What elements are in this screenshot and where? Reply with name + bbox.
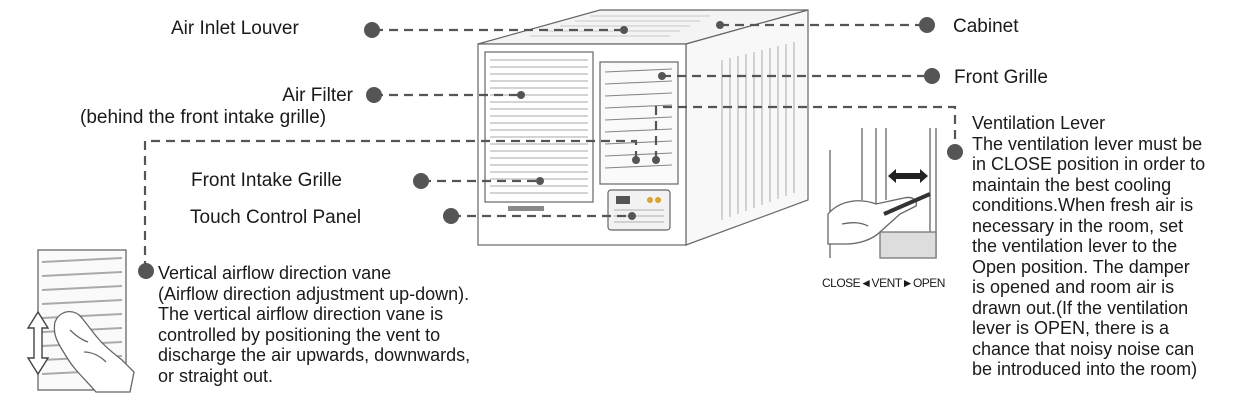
label-air-filter-note: (behind the front intake grille) <box>80 107 327 128</box>
ventilation-line: the ventilation lever to the <box>972 236 1178 256</box>
label-front-intake-grille: Front Intake Grille <box>191 170 342 191</box>
vane-line: or straight out. <box>158 365 274 386</box>
vane-description: Vertical airflow direction vane (Airflow… <box>158 263 470 386</box>
ventilation-line: lever is OPEN, there is a <box>972 318 1170 338</box>
ventilation-line: in CLOSE position in order to <box>972 154 1206 174</box>
target-dots <box>517 21 724 220</box>
label-air-inlet-louver: Air Inlet Louver <box>171 18 299 39</box>
ventilation-line: necessary in the room, set <box>972 215 1184 236</box>
air-conditioner-illustration <box>477 9 809 246</box>
ventilation-line: The ventilation lever must be <box>972 133 1203 154</box>
label-front-grille: Front Grille <box>954 67 1048 88</box>
ventilation-line: Ventilation Lever <box>972 113 1106 133</box>
label-dots <box>138 17 963 279</box>
ventilation-line: maintain the best cooling <box>972 174 1172 195</box>
ventilation-line: Open position. The damper <box>972 256 1190 277</box>
vane-line: Vertical airflow direction vane <box>158 263 392 283</box>
vane-hand-illustration <box>26 249 135 393</box>
ventilation-scale-label: CLOSE◄VENT►OPEN <box>822 276 945 290</box>
vane-line: The vertical airflow direction vane is <box>158 304 444 324</box>
label-cabinet: Cabinet <box>953 16 1019 37</box>
ventilation-description: Ventilation Lever The ventilation lever … <box>972 113 1205 380</box>
label-air-filter: Air Filter <box>282 85 353 106</box>
leader-lines <box>143 23 957 270</box>
ventilation-line: conditions.When fresh air is <box>972 195 1194 215</box>
vane-line: controlled by positioning the vent to <box>158 324 441 345</box>
vane-line: (Airflow direction adjustment up-down). <box>158 283 470 304</box>
vane-line: discharge the air upwards, downwards, <box>158 345 471 365</box>
ventilation-line: drawn out.(If the ventilation <box>972 297 1189 318</box>
ventilation-line: be introduced into the room) <box>972 359 1198 379</box>
ventilation-line: chance that noisy noise can <box>972 338 1195 359</box>
ventilation-line: is opened and room air is <box>972 277 1175 297</box>
label-touch-control-panel: Touch Control Panel <box>190 207 362 228</box>
ventilation-lever-illustration <box>827 128 940 259</box>
